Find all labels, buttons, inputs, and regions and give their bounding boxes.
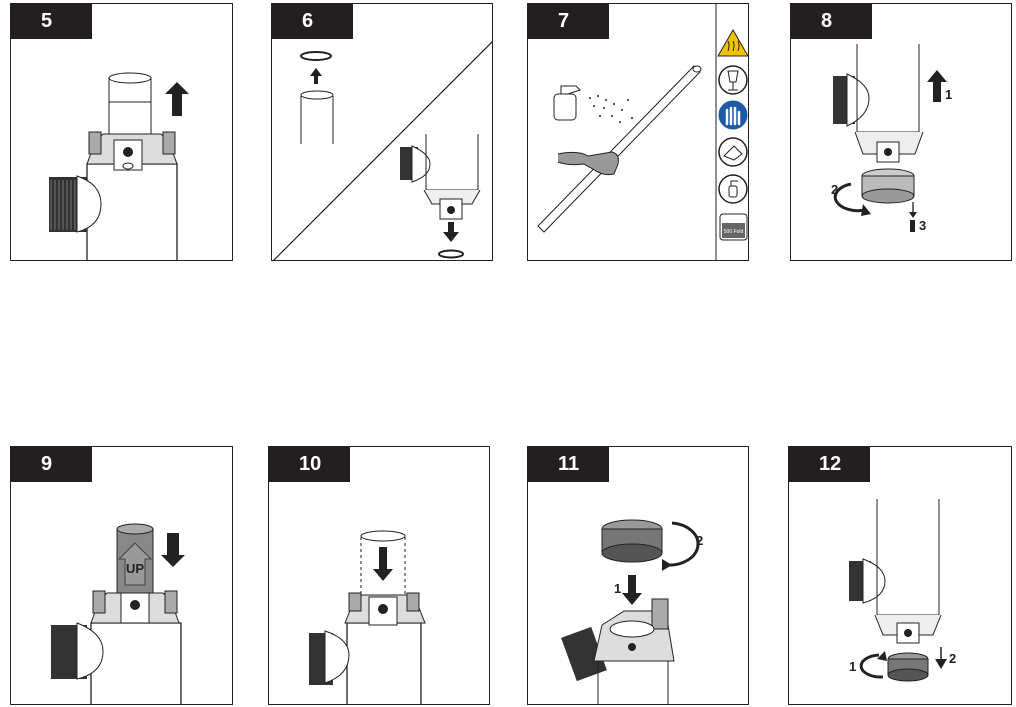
step-7-panel: 7 xyxy=(527,3,749,261)
step-number: 9 xyxy=(11,447,92,482)
step-8-illustration: 1 2 3 xyxy=(831,44,952,233)
measuring-beaker-icon: 500 Fold xyxy=(719,213,748,241)
callout-1: 1 xyxy=(945,87,952,102)
step-12-illustration: 1 2 xyxy=(849,499,956,682)
up-arrow-icon xyxy=(165,82,189,116)
step-number: 10 xyxy=(269,447,350,482)
up-arrow-icon xyxy=(927,70,947,102)
fragile-glass-icon xyxy=(718,65,748,95)
down-arrow-icon xyxy=(443,222,459,242)
callout-3: 3 xyxy=(919,218,926,233)
step-number: 7 xyxy=(528,4,609,39)
step-number: 8 xyxy=(791,4,872,39)
callout-1: 1 xyxy=(849,659,856,674)
beaker-label: 500 Fold xyxy=(724,229,744,235)
step-11-illustration: 2 1 xyxy=(561,519,703,704)
step-number: 11 xyxy=(528,447,609,482)
step-5-panel: 5 xyxy=(10,3,233,261)
step-6-panel: 6 xyxy=(271,3,493,261)
callout-1: 1 xyxy=(614,581,621,596)
spray-bottle-icon xyxy=(718,174,748,204)
callout-2: 2 xyxy=(696,533,703,548)
down-arrow-icon xyxy=(622,575,642,605)
step-number: 12 xyxy=(789,447,870,482)
step-7-illustration: 500 Fold xyxy=(537,4,748,260)
down-arrow-icon xyxy=(161,533,185,567)
up-arrow-icon xyxy=(310,68,322,84)
step-number: 5 xyxy=(11,4,92,39)
step-12-panel: 12 1 2 xyxy=(788,446,1012,705)
step-number: 6 xyxy=(272,4,353,39)
hot-surface-icon xyxy=(717,28,748,57)
step-11-panel: 11 2 1 xyxy=(527,446,749,705)
callout-2: 2 xyxy=(831,182,838,197)
wear-gloves-icon xyxy=(718,100,748,130)
step-8-panel: 8 1 2 3 xyxy=(790,3,1012,261)
down-arrow-icon xyxy=(373,547,393,581)
step-6-illustration xyxy=(273,41,492,260)
step-10-panel: 10 xyxy=(268,446,490,705)
callout-2: 2 xyxy=(949,651,956,666)
step-9-illustration: UP xyxy=(51,523,185,704)
up-label: UP xyxy=(126,561,144,576)
step-9-panel: 9 UP xyxy=(10,446,233,705)
step-10-illustration xyxy=(309,530,426,704)
grease-hands-icon xyxy=(718,137,748,167)
step-5-illustration xyxy=(49,72,189,260)
